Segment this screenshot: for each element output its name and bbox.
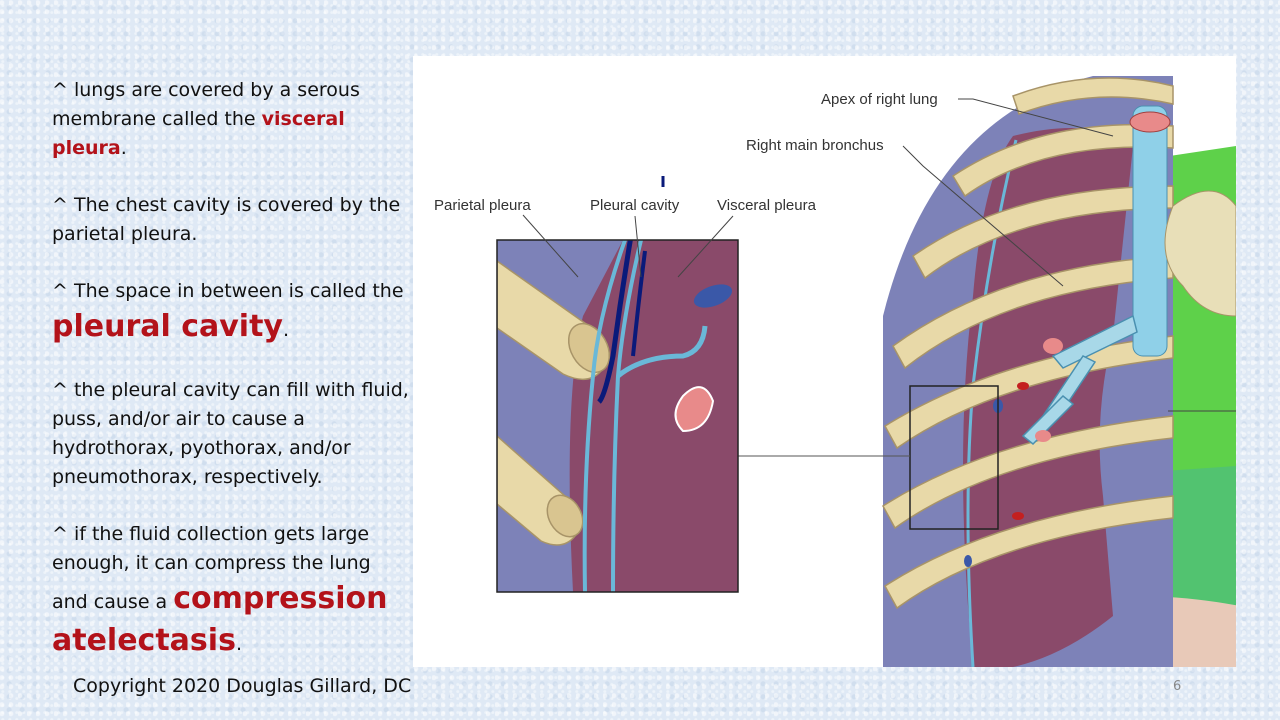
bullet-fluid: ^ the pleural cavity can fill with fluid… bbox=[52, 379, 409, 488]
vessel-1 bbox=[1043, 338, 1063, 354]
bullet-visceral-pleura: ^ lungs are covered by a serous membrane… bbox=[52, 79, 360, 159]
bullet-parietal-pleura: ^ The chest cavity is covered by the par… bbox=[52, 194, 401, 245]
hand-drawn-mark-1 bbox=[597, 240, 633, 404]
inset-vessel-branch bbox=[616, 325, 708, 378]
inset-frame bbox=[496, 239, 739, 593]
anatomy-illustration: Apex of right lung Right main bronchus P… bbox=[434, 76, 1236, 667]
bronchus-tree bbox=[1021, 314, 1138, 446]
trachea-shape bbox=[1132, 105, 1168, 357]
inset-vein bbox=[693, 284, 733, 308]
thorax-drawing bbox=[738, 76, 1236, 667]
highlight-pleural-cavity: pleural cavity bbox=[52, 309, 283, 344]
inset-detail bbox=[496, 239, 739, 593]
copyright-footer: Copyright 2020 Douglas Gillard, DC bbox=[73, 675, 412, 697]
leader-lines bbox=[522, 98, 1114, 287]
vessel-2 bbox=[1035, 430, 1051, 442]
label-pleural-cavity: Pleural cavity bbox=[590, 197, 680, 214]
label-right-main-bronchus: Right main bronchus bbox=[746, 137, 884, 154]
hand-drawn-mark-2 bbox=[631, 250, 647, 357]
inset-artery bbox=[674, 386, 715, 433]
inset-visceral-pleura-line bbox=[611, 240, 643, 592]
vessel-6 bbox=[964, 555, 972, 567]
vessel-3 bbox=[1017, 382, 1029, 390]
sternum-shape bbox=[1164, 190, 1236, 317]
highlight-visceral-pleura: visceral pleura bbox=[52, 108, 345, 159]
highlight-compression-atelectasis: compression atelectasis bbox=[52, 581, 388, 658]
slide-body: ^ lungs are covered by a serous membrane… bbox=[52, 76, 422, 690]
slide-number: 6 bbox=[1173, 679, 1182, 694]
inset-locator-box bbox=[909, 385, 999, 530]
label-parietal-pleura: Parietal pleura bbox=[434, 197, 531, 214]
inset-parietal-pleura-line bbox=[582, 240, 627, 592]
pleura-anatomy-figure: Apex of right lung Right main bronchus P… bbox=[413, 56, 1236, 667]
label-visceral-pleura: Visceral pleura bbox=[717, 197, 817, 214]
trachea-opening bbox=[1129, 111, 1171, 133]
bullet-atelectasis: ^ if the fluid collection gets large eno… bbox=[52, 523, 388, 658]
inset-ribs bbox=[497, 260, 611, 546]
label-apex-right-lung: Apex of right lung bbox=[821, 91, 938, 108]
vessel-5 bbox=[1012, 512, 1024, 520]
